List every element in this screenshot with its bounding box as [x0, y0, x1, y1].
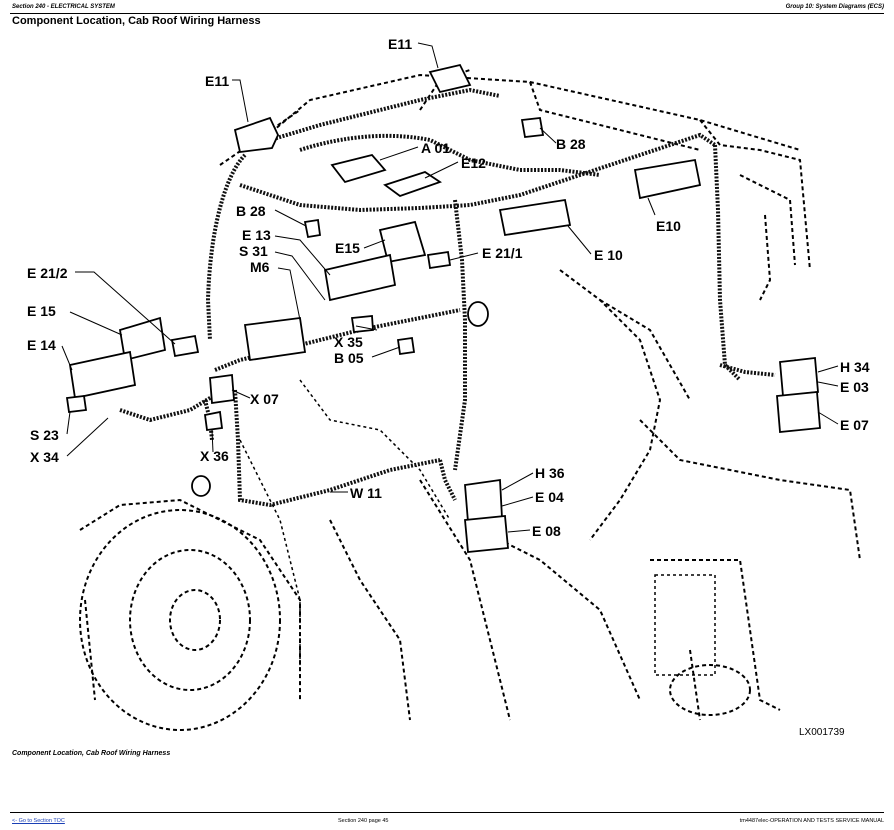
- x35-connector: [350, 315, 374, 333]
- s23-switch: [65, 395, 88, 413]
- grommet-center: [467, 301, 489, 327]
- label-x34: X 34: [30, 449, 59, 465]
- e10-lamps-right: [633, 158, 702, 200]
- label-b28-left: B 28: [236, 203, 266, 219]
- manual-id: tm4487elec-OPERATION AND TESTS SERVICE M…: [739, 818, 884, 824]
- wheel-assembly: [79, 498, 781, 731]
- grommet-lower: [191, 475, 211, 497]
- e13-lamp: [323, 253, 397, 302]
- figure-caption: Component Location, Cab Roof Wiring Harn…: [12, 750, 171, 757]
- label-e11-top: E11: [388, 36, 412, 52]
- label-s23: S 23: [30, 427, 59, 443]
- label-e10-right: E10: [656, 218, 681, 234]
- label-a01: A 01: [421, 140, 450, 156]
- header-rule: [10, 13, 884, 14]
- label-e04: E 04: [535, 489, 564, 505]
- b05-sensor: [396, 336, 416, 356]
- e21-1-switch: [426, 250, 452, 270]
- label-e21-2: E 21/2: [27, 265, 68, 281]
- e12-lamp: [383, 171, 443, 198]
- section-header: Section 240 - ELECTRICAL SYSTEM: [12, 4, 115, 10]
- label-e11-left: E11: [205, 73, 229, 89]
- label-e14: E 14: [27, 337, 56, 353]
- page-number: Section 240 page 45: [338, 818, 389, 824]
- label-e10-center: E 10: [594, 247, 623, 263]
- label-e08: E 08: [532, 523, 561, 539]
- e15-lamp-center: [378, 220, 427, 264]
- e14-lamp: [68, 350, 137, 400]
- label-b05: B 05: [334, 350, 364, 366]
- e10-lamps-center: [498, 198, 572, 237]
- label-w11: W 11: [350, 485, 382, 501]
- b28-sensor-left: [303, 218, 322, 239]
- footer-rule: [10, 812, 884, 813]
- e21-2-switch: [170, 334, 200, 358]
- component-labels: E11 E11 A 01 E12 B 28 E10 B 28 E 13 E15 …: [27, 36, 870, 539]
- label-e21-1: E 21/1: [482, 245, 523, 261]
- m6-motor: [243, 316, 307, 362]
- e08-lamp: [464, 515, 509, 553]
- h34-e03-lamp: [779, 357, 819, 397]
- e11-lamp-left: [233, 116, 279, 153]
- label-e07: E 07: [840, 417, 869, 433]
- label-e12: E12: [461, 155, 486, 171]
- e15-lamp-left: [118, 316, 167, 362]
- label-e13: E 13: [242, 227, 271, 243]
- a01-module: [330, 153, 387, 184]
- label-x07: X 07: [250, 391, 279, 407]
- x36-connector: [203, 410, 224, 432]
- label-s31: S 31: [239, 243, 268, 259]
- go-to-toc-link[interactable]: <- Go to Section TOC: [12, 818, 65, 824]
- label-x36: X 36: [200, 448, 229, 464]
- group-header: Group 10: System Diagrams (ECS): [785, 4, 884, 10]
- figure-id: LX001739: [799, 727, 845, 738]
- label-h34: H 34: [840, 359, 870, 375]
- e07-lamp: [776, 391, 821, 433]
- b28-sensor-right: [520, 117, 545, 138]
- components: [65, 63, 821, 553]
- label-e15-left: E 15: [27, 303, 56, 319]
- label-x35: X 35: [334, 334, 363, 350]
- label-e15-center: E15: [335, 240, 360, 256]
- label-m6: M6: [250, 259, 270, 275]
- x07-connector: [209, 373, 235, 405]
- wiring-harness: [119, 87, 776, 508]
- label-e03: E 03: [840, 379, 869, 395]
- cab-frame: [219, 69, 861, 721]
- label-b28-right: B 28: [556, 136, 586, 152]
- leader-lines: [61, 42, 839, 533]
- e11-lamp-top: [428, 63, 472, 94]
- h36-e04-lamp: [464, 478, 503, 524]
- page-title: Component Location, Cab Roof Wiring Harn…: [12, 15, 261, 27]
- label-h36: H 36: [535, 465, 565, 481]
